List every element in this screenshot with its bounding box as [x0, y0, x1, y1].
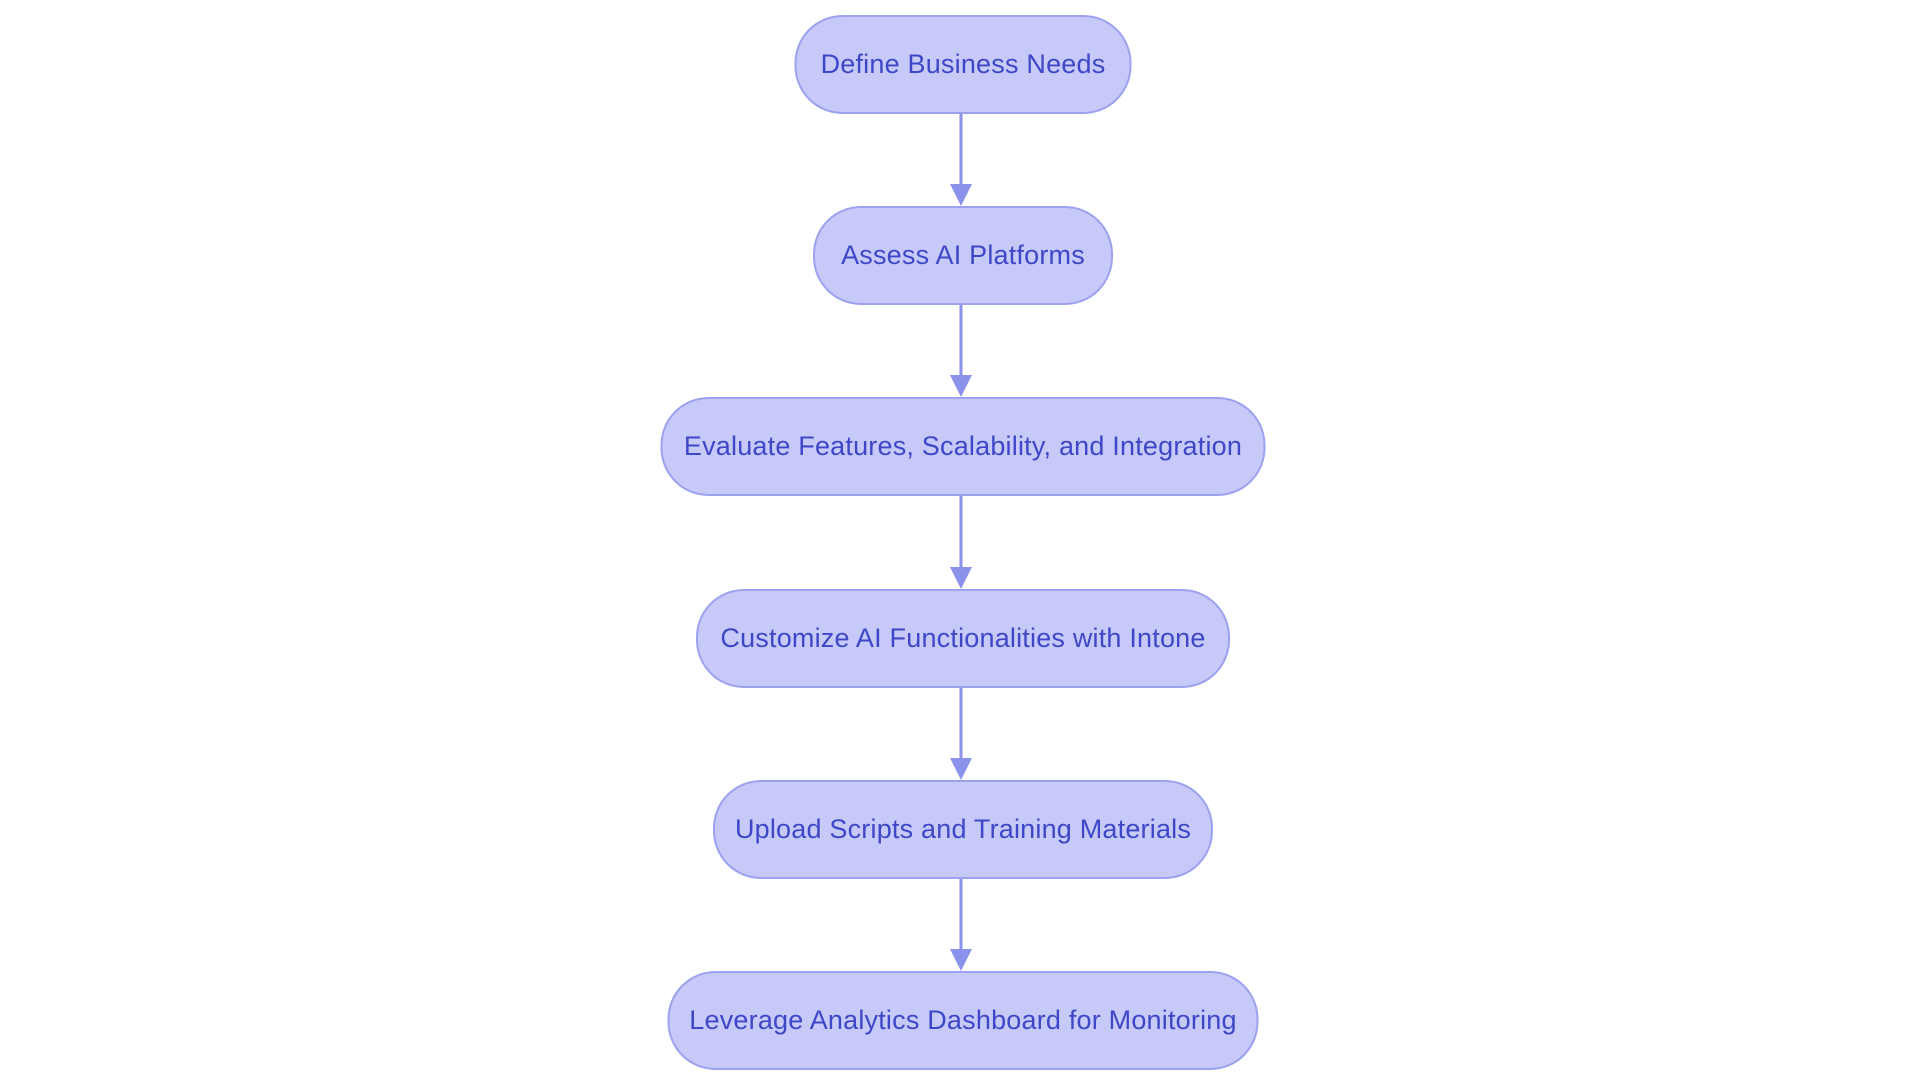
- flow-node-n2: Assess AI Platforms: [813, 206, 1113, 305]
- arrow-head-icon: [950, 375, 972, 397]
- flow-node-label: Assess AI Platforms: [841, 240, 1085, 270]
- arrow-head-icon: [950, 567, 972, 589]
- flow-arrow-n4-n5: [949, 688, 973, 780]
- flow-node-label: Define Business Needs: [820, 49, 1106, 79]
- arrow-line: [959, 496, 963, 567]
- arrow-head-icon: [950, 949, 972, 971]
- arrow-line: [959, 305, 963, 375]
- flow-node-label: Evaluate Features, Scalability, and Inte…: [683, 431, 1243, 461]
- flow-arrow-n5-n6: [949, 879, 973, 971]
- arrow-line: [959, 879, 963, 949]
- flow-node-n1: Define Business Needs: [794, 15, 1132, 114]
- arrow-line: [959, 114, 963, 184]
- flow-node-n4: Customize AI Functionalities with Intone: [696, 589, 1230, 688]
- arrow-head-icon: [950, 758, 972, 780]
- flow-node-n6: Leverage Analytics Dashboard for Monitor…: [667, 971, 1259, 1070]
- flow-arrow-n3-n4: [949, 496, 973, 589]
- flow-node-n3: Evaluate Features, Scalability, and Inte…: [660, 397, 1266, 496]
- arrow-line: [959, 688, 963, 758]
- flow-node-label: Leverage Analytics Dashboard for Monitor…: [689, 1005, 1237, 1035]
- flow-node-label: Customize AI Functionalities with Intone: [720, 623, 1206, 653]
- flow-node-label: Upload Scripts and Training Materials: [734, 814, 1192, 844]
- flow-node-n5: Upload Scripts and Training Materials: [713, 780, 1213, 879]
- arrow-head-icon: [950, 184, 972, 206]
- flow-arrow-n2-n3: [949, 305, 973, 397]
- flow-arrow-n1-n2: [949, 114, 973, 206]
